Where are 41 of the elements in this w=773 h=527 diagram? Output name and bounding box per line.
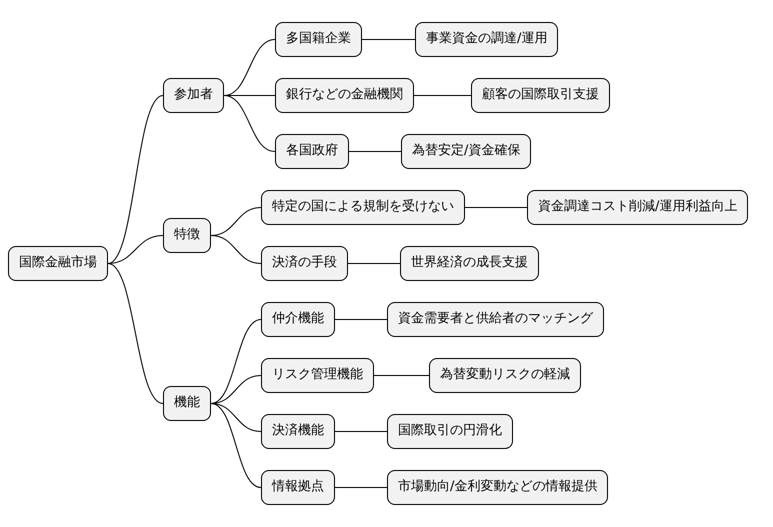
topic-box: 為替変動リスクの軽減 bbox=[429, 358, 581, 392]
topic-box: 国際取引の円滑化 bbox=[387, 414, 513, 448]
topic-box: 参加者 bbox=[163, 78, 224, 112]
connector-line bbox=[108, 235, 164, 264]
topic-box: 多国籍企業 bbox=[275, 22, 362, 56]
topic-box: 機能 bbox=[163, 386, 211, 420]
connector-line bbox=[210, 319, 262, 404]
connector-line bbox=[224, 95, 276, 152]
topic-box: 資金調達コスト削減/運用利益向上 bbox=[527, 190, 748, 224]
connector-line bbox=[348, 151, 402, 152]
connector-line bbox=[334, 319, 388, 320]
topic-box: 世界経済の成長支援 bbox=[400, 246, 539, 280]
topic-box: 事業資金の調達/運用 bbox=[415, 22, 558, 56]
connector-line bbox=[210, 403, 262, 432]
topic-box: 仲介機能 bbox=[261, 302, 335, 336]
connector-line bbox=[362, 39, 416, 40]
connector-line bbox=[374, 375, 430, 376]
connector-line bbox=[334, 487, 388, 488]
connector-line bbox=[334, 431, 388, 432]
connector-line bbox=[348, 263, 400, 264]
connector-line bbox=[224, 95, 276, 96]
topic-box: 資金需要者と供給者のマッチング bbox=[387, 302, 604, 336]
topic-box: 各国政府 bbox=[275, 134, 349, 168]
connector-line bbox=[108, 263, 164, 404]
topic-box: 銀行などの金融機関 bbox=[275, 78, 414, 112]
connector-line bbox=[108, 95, 164, 264]
connector-line bbox=[464, 207, 528, 208]
topic-box: リスク管理機能 bbox=[261, 358, 374, 392]
topic-box: 市場動向/金利変動などの情報提供 bbox=[387, 470, 608, 504]
topic-box: 特定の国による規制を受けない bbox=[261, 190, 465, 224]
topic-box: 国際金融市場 bbox=[8, 246, 108, 280]
topic-box: 情報拠点 bbox=[261, 470, 335, 504]
connector-line bbox=[224, 39, 276, 96]
connector-line bbox=[414, 95, 472, 96]
topic-box: 決済の手段 bbox=[261, 246, 348, 280]
topic-box: 特徴 bbox=[163, 218, 211, 252]
topic-box: 為替安定/資金確保 bbox=[401, 134, 532, 168]
topic-box: 決済機能 bbox=[261, 414, 335, 448]
topic-box: 顧客の国際取引支援 bbox=[471, 78, 610, 112]
connector-line bbox=[210, 235, 262, 264]
connector-line bbox=[210, 403, 262, 488]
